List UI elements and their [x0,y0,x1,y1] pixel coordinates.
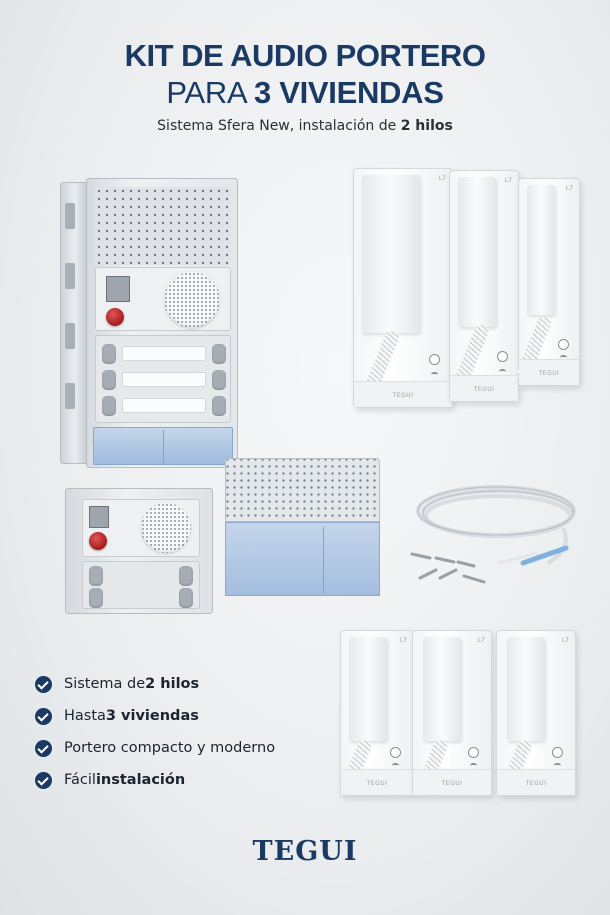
handset-mark: L7 [504,177,512,184]
speaker-icon [164,272,220,328]
handset-mark: L7 [477,637,485,644]
handset-footer: TEGUI [354,381,452,407]
receiver [507,637,545,741]
title-line-1: KIT DE AUDIO PORTERO [124,38,486,73]
handset-brand: TEGUI [538,370,560,377]
check-icon [35,707,52,725]
feature-item: Sistema de 2 hilos [35,668,275,700]
door-button-icon [552,747,563,758]
bell-icon [499,369,506,374]
bell-icon [431,372,438,377]
feature-bold: instalación [95,772,186,788]
bell-icon [560,355,567,360]
feature-item: Fácil instalación [35,764,275,796]
speaker-icon [141,503,191,553]
handset-brand: TEGUI [525,780,547,787]
subtitle-bold: 2 hilos [400,118,453,134]
expansion-module [225,458,380,596]
check-icon [35,675,52,693]
handset-mark: L7 [565,185,573,192]
title-line-2: PARA 3 VIVIENDAS [0,74,610,112]
receiver [362,175,420,333]
handset-top-2: L7 TEGUI [447,170,519,402]
receiver [349,637,387,741]
handset-brand: TEGUI [392,392,414,399]
handset-footer: TEGUI [497,769,575,795]
feature-bold: 2 hilos [145,676,200,692]
title-line-2-bold: 3 VIVIENDAS [253,75,444,110]
audio-module [95,267,231,331]
feature-list: Sistema de 2 hilos Hasta 3 viviendas Por… [35,668,275,796]
display-icon [89,506,109,528]
outdoor-panel-large [60,178,238,468]
handset-mark: L7 [399,637,407,644]
panel-frame-side [60,182,90,464]
handset-bottom-3: L7 TEGUI [496,630,576,796]
handset-bottom-1: L7 TEGUI [339,630,414,796]
title-line-2-prefix: PARA [166,75,254,110]
feature-text: Hasta [64,708,106,724]
handset-footer: TEGUI [450,375,518,401]
handset-brand: TEGUI [366,780,388,787]
feature-text: Sistema de [64,676,146,692]
handset-bottom-2: L7 TEGUI [412,630,492,796]
brand-logo: TEGUI [252,836,358,867]
screws-icon [410,552,486,584]
handset-top-3: L7 TEGUI [515,178,580,386]
door-button-icon [497,351,508,362]
call-buttons-module [95,335,231,423]
bell-icon [554,763,561,768]
door-button-icon [429,354,440,365]
feature-text: Fácil [64,772,96,788]
display-icon [106,276,130,302]
subtitle: Sistema Sfera New, instalación de 2 hilo… [0,118,610,134]
receiver [423,637,461,741]
handset-footer: TEGUI [413,769,491,795]
handset-top-1: L7 TEGUI [353,168,453,409]
header: KIT DE AUDIO PORTERO PARA 3 VIVIENDAS Si… [0,38,610,134]
handset-brand: TEGUI [473,386,495,393]
bell-icon [470,763,477,768]
handset-footer: TEGUI [341,769,413,795]
outdoor-panel-small [65,488,213,614]
call-buttons-module [82,561,200,609]
red-button-icon [89,532,107,550]
speaker-grille [95,187,231,265]
module-blue-panel [225,522,380,596]
panel-body [86,178,238,468]
feature-item: Portero compacto y moderno [35,732,275,764]
door-button-icon [390,747,401,758]
panel-body [65,488,213,614]
red-button-icon [106,308,124,326]
door-button-icon [558,339,569,350]
blue-blank-module [93,427,233,465]
receiver [458,177,496,327]
handset-mark: L7 [438,175,446,182]
handset-mark: L7 [561,637,569,644]
subtitle-prefix: Sistema Sfera New, instalación de [157,118,401,134]
feature-item: Hasta 3 viviendas [35,700,275,732]
receiver [527,185,555,315]
cable-coil-icon [410,485,576,584]
handset-footer: TEGUI [519,359,579,385]
feature-text: Portero compacto y moderno [64,740,276,756]
check-icon [35,771,52,789]
door-button-icon [468,747,479,758]
feature-bold: 3 viviendas [105,708,199,724]
bell-icon [392,763,399,768]
check-icon [35,739,52,757]
handset-brand: TEGUI [441,780,463,787]
audio-module [82,499,200,557]
module-grille [225,458,380,522]
